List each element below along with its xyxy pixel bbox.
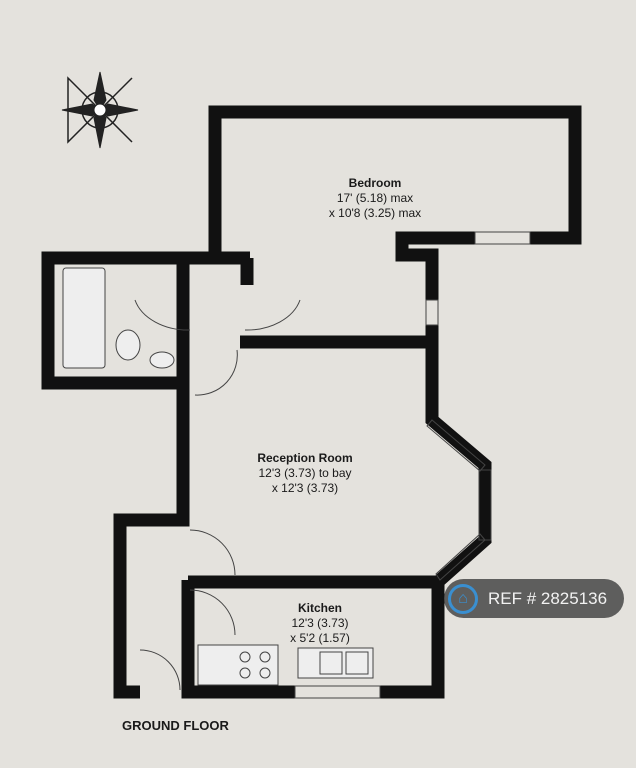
- room-dimension: 12'3 (3.73): [291, 616, 349, 630]
- room-dimension: 17' (5.18) max: [336, 191, 414, 205]
- floor-label: GROUND FLOOR: [122, 718, 229, 733]
- windows-doors: [62, 231, 531, 699]
- reference-text: REF # 2825136: [488, 588, 608, 608]
- home-icon: ⌂: [448, 583, 478, 614]
- kitchen-label: Kitchen 12'3 (3.73) x 5'2 (1.57): [270, 601, 370, 646]
- room-name: Reception Room: [257, 451, 353, 465]
- room-name: Kitchen: [297, 601, 342, 615]
- room-dimension: 12'3 (3.73) to bay: [258, 466, 352, 480]
- room-dimension: x 5'2 (1.57): [290, 631, 350, 645]
- room-dimension: x 12'3 (3.73): [271, 481, 339, 495]
- reference-badge: ⌂ REF # 2825136: [444, 579, 624, 618]
- compass-rose-icon: [61, 71, 139, 149]
- bedroom-label: Bedroom 17' (5.18) max x 10'8 (3.25) max: [300, 176, 450, 221]
- room-name: Bedroom: [348, 176, 402, 190]
- reception-label: Reception Room 12'3 (3.73) to bay x 12'3…: [230, 451, 380, 496]
- room-dimension: x 10'8 (3.25) max: [328, 206, 422, 220]
